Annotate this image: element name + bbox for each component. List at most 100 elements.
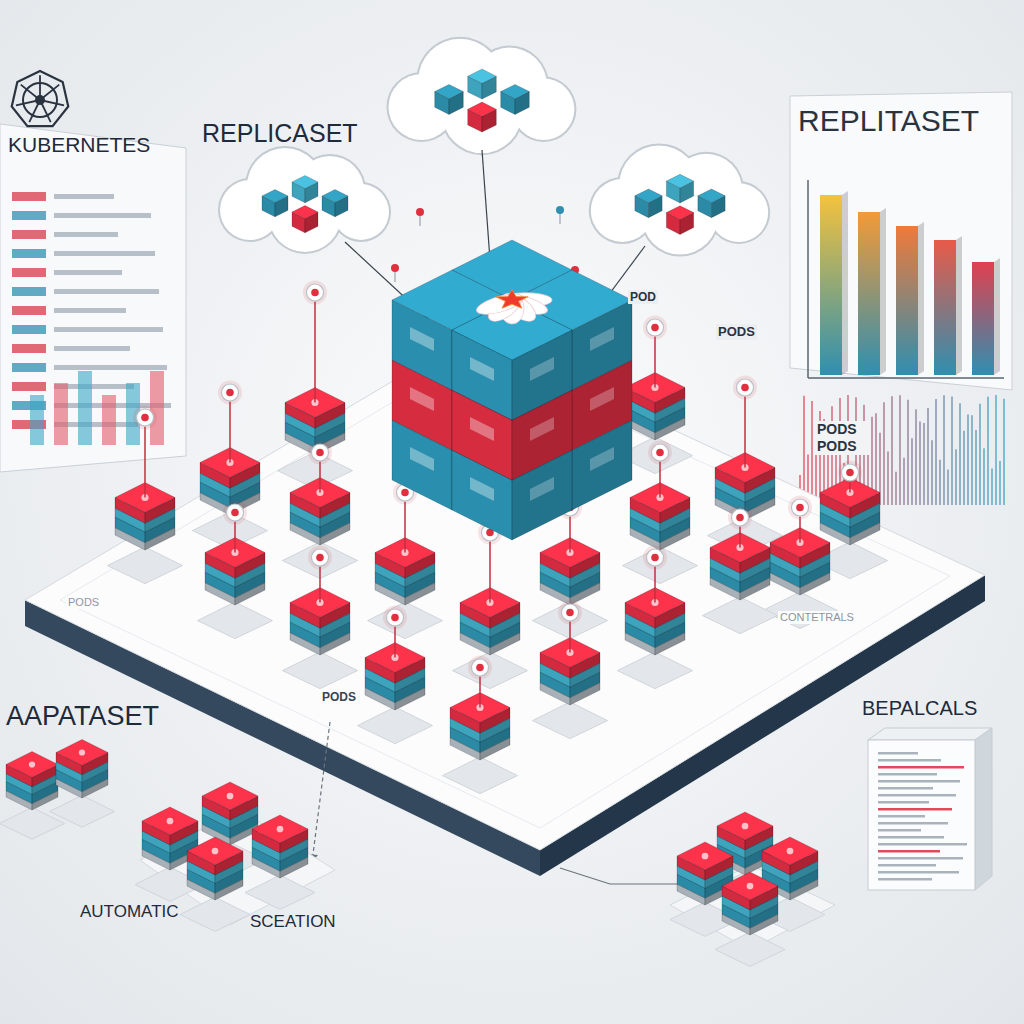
hatch-line bbox=[927, 408, 929, 505]
pin-halo bbox=[468, 656, 492, 680]
kubernetes-logo bbox=[12, 71, 69, 126]
pod-stack bbox=[245, 815, 315, 909]
pod-plate bbox=[618, 652, 693, 689]
pod-plate bbox=[198, 602, 273, 639]
pin-dot bbox=[401, 489, 409, 497]
caption-label: REPLICASET bbox=[200, 118, 360, 148]
pin-halo bbox=[643, 316, 667, 340]
flower-star bbox=[496, 290, 528, 308]
pin-line bbox=[654, 337, 656, 388]
hatch-line bbox=[931, 440, 933, 505]
panel-swatch bbox=[12, 230, 46, 239]
slab-top bbox=[262, 190, 288, 203]
cloud-fill bbox=[642, 179, 718, 255]
server-line bbox=[878, 850, 940, 853]
pin-head bbox=[222, 384, 239, 401]
server-front bbox=[868, 740, 975, 890]
panel-swatch bbox=[12, 382, 46, 391]
pod-plate bbox=[443, 757, 518, 794]
pin-head bbox=[792, 499, 809, 516]
logo-spoke bbox=[40, 85, 59, 100]
hatch-line bbox=[887, 451, 889, 505]
pin-dot bbox=[736, 514, 744, 522]
server-line bbox=[878, 836, 944, 839]
pod-dot bbox=[167, 818, 174, 825]
cloud bbox=[589, 143, 770, 256]
chart-axis bbox=[807, 180, 809, 378]
logo-spoke bbox=[29, 100, 40, 122]
panel-line bbox=[54, 308, 126, 313]
server-line bbox=[878, 878, 932, 881]
pin-halo bbox=[303, 281, 327, 305]
pod-plate bbox=[453, 652, 528, 689]
chart-bar bbox=[934, 240, 956, 375]
panel-swatch bbox=[12, 306, 46, 315]
logo-heptagon bbox=[12, 71, 69, 126]
chart-bar-side bbox=[842, 191, 848, 375]
pin-line bbox=[404, 502, 406, 553]
hatch-line bbox=[979, 404, 981, 505]
pin-line bbox=[319, 567, 321, 603]
hatch-line bbox=[911, 438, 913, 505]
caption-label: AAPATASET bbox=[4, 700, 161, 732]
slab-top bbox=[322, 190, 348, 203]
server-side bbox=[975, 728, 992, 890]
pin-line bbox=[489, 542, 491, 603]
pod-stack bbox=[193, 381, 268, 549]
server-line bbox=[878, 766, 964, 769]
cloud bbox=[387, 37, 577, 155]
panel-line bbox=[54, 251, 155, 256]
server-line bbox=[878, 773, 937, 776]
pod-dot bbox=[79, 749, 85, 755]
flag-dot bbox=[416, 208, 424, 216]
pin-head bbox=[647, 319, 664, 336]
pod-plate bbox=[703, 597, 778, 634]
panel-line bbox=[54, 232, 118, 237]
pin-halo bbox=[133, 406, 157, 430]
pin-head bbox=[652, 444, 669, 461]
pin-head bbox=[137, 409, 154, 426]
chart-axis bbox=[808, 377, 1004, 379]
server-line bbox=[878, 752, 918, 755]
server-line bbox=[878, 815, 925, 818]
slab-top bbox=[635, 189, 662, 203]
slab-top bbox=[292, 176, 318, 189]
pin-halo bbox=[223, 501, 247, 525]
pin-head bbox=[227, 504, 244, 521]
pod-plate bbox=[533, 702, 608, 739]
caption-label: PODS PODS bbox=[815, 421, 871, 455]
chart-bar-side bbox=[994, 258, 1000, 375]
pin-head bbox=[732, 509, 749, 526]
panel-node: KUBERNETES bbox=[0, 128, 186, 163]
slab-top bbox=[187, 837, 243, 865]
link-line bbox=[482, 150, 490, 260]
pod-stack bbox=[368, 481, 443, 639]
pin-line bbox=[739, 527, 741, 548]
hatch-line bbox=[907, 400, 909, 505]
slab-top bbox=[435, 84, 464, 98]
pin-halo bbox=[308, 441, 332, 465]
chart-panel bbox=[790, 92, 1012, 390]
server-line bbox=[878, 794, 956, 797]
hatch-line bbox=[947, 470, 949, 505]
pin-dot bbox=[226, 389, 234, 397]
pin-line bbox=[659, 462, 661, 498]
slab-top bbox=[666, 206, 693, 220]
panel-swatch bbox=[12, 211, 46, 220]
slab-top bbox=[468, 102, 497, 116]
pin-head bbox=[307, 284, 324, 301]
pin-line bbox=[319, 462, 321, 493]
pod-stack bbox=[0, 752, 65, 840]
chart-bar bbox=[858, 212, 880, 375]
side-groups bbox=[0, 740, 835, 967]
pod-dot bbox=[29, 761, 35, 767]
hatch-line bbox=[923, 423, 925, 505]
panel-heading: BEPALCALS bbox=[862, 697, 988, 720]
pin-halo bbox=[383, 606, 407, 630]
panel-heading: KUBERNETES bbox=[8, 133, 178, 157]
chart-bar bbox=[896, 226, 918, 375]
left-panel bbox=[0, 124, 186, 472]
cube-emblem bbox=[410, 387, 434, 411]
cube-emblem bbox=[410, 447, 434, 471]
